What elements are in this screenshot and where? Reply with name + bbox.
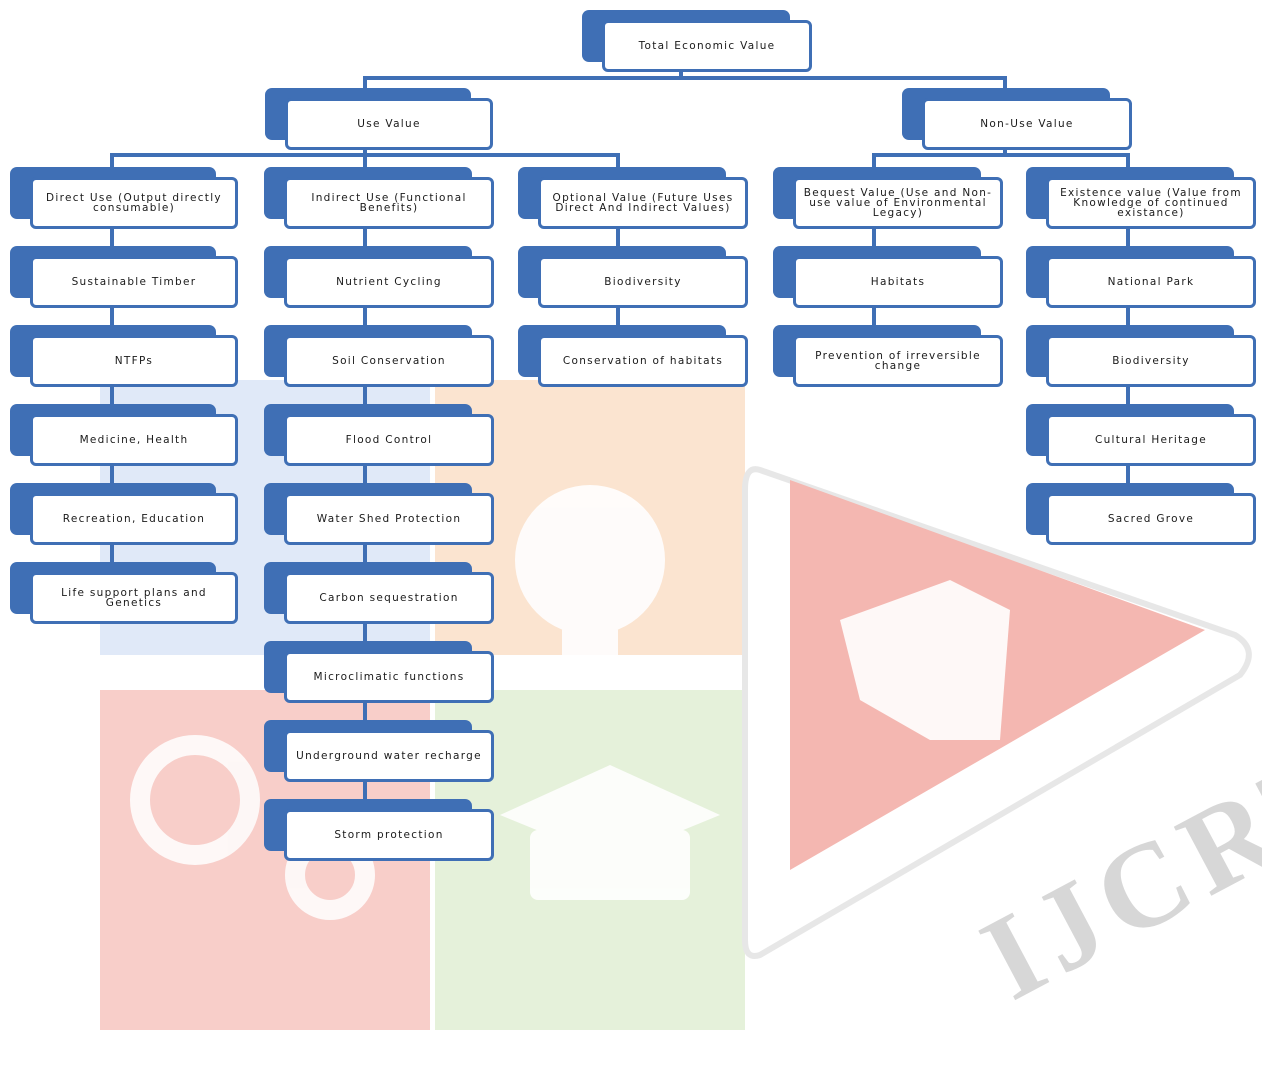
node-label: Non-Use Value (922, 98, 1132, 150)
node-label: Flood Control (284, 414, 494, 466)
node-optional-item: Conservation of habitats (518, 325, 748, 387)
node-indirect-item: Flood Control (264, 404, 494, 466)
node-label: Habitats (793, 256, 1003, 308)
node-optional-value: Optional Value (Future Uses Direct And I… (518, 167, 748, 229)
node-indirect-item: Microclimatic functions (264, 641, 494, 703)
node-direct-item: Recreation, Education (10, 483, 238, 545)
connector-root-to-level1 (363, 68, 1007, 90)
node-label: Total Economic Value (602, 20, 812, 72)
node-indirect-use: Indirect Use (Functional Benefits) (264, 167, 494, 229)
node-label: Indirect Use (Functional Benefits) (284, 177, 494, 229)
lightbulb-icon (515, 485, 665, 665)
node-label: Biodiversity (538, 256, 748, 308)
node-label: Cultural Heritage (1046, 414, 1256, 466)
node-label: Recreation, Education (30, 493, 238, 545)
node-indirect-item: Carbon sequestration (264, 562, 494, 624)
node-label: Nutrient Cycling (284, 256, 494, 308)
node-label: Direct Use (Output directly consumable) (30, 177, 238, 229)
node-indirect-item: Storm protection (264, 799, 494, 861)
node-direct-item: Life support plans and Genetics (10, 562, 238, 624)
node-indirect-item: Soil Conservation (264, 325, 494, 387)
node-bequest-item: Habitats (773, 246, 1003, 308)
node-indirect-item: Nutrient Cycling (264, 246, 494, 308)
node-indirect-item: Underground water recharge (264, 720, 494, 782)
node-label: Bequest Value (Use and Non-use value of … (793, 177, 1003, 229)
node-label: NTFPs (30, 335, 238, 387)
node-label: Microclimatic functions (284, 651, 494, 703)
node-label: Life support plans and Genetics (30, 572, 238, 624)
node-existence-item: Cultural Heritage (1026, 404, 1256, 466)
node-total-economic-value: Total Economic Value (582, 10, 812, 72)
book-icon (840, 580, 1010, 740)
node-non-use-value: Non-Use Value (902, 88, 1132, 150)
connector-nonuse-to-level2 (872, 143, 1130, 169)
node-label: Soil Conservation (284, 335, 494, 387)
node-label: Underground water recharge (284, 730, 494, 782)
node-label: Biodiversity (1046, 335, 1256, 387)
node-label: Carbon sequestration (284, 572, 494, 624)
node-label: Existence value (Value from Knowledge of… (1046, 177, 1256, 229)
node-label: Water Shed Protection (284, 493, 494, 545)
node-label: Prevention of irreversible change (793, 335, 1003, 387)
node-existence-item: Biodiversity (1026, 325, 1256, 387)
node-label: Optional Value (Future Uses Direct And I… (538, 177, 748, 229)
node-existence-value: Existence value (Value from Knowledge of… (1026, 167, 1256, 229)
node-label: Use Value (285, 98, 493, 150)
node-existence-item: Sacred Grove (1026, 483, 1256, 545)
node-label: Storm protection (284, 809, 494, 861)
node-optional-item: Biodiversity (518, 246, 748, 308)
node-direct-item: NTFPs (10, 325, 238, 387)
node-direct-item: Medicine, Health (10, 404, 238, 466)
node-bequest-value: Bequest Value (Use and Non-use value of … (773, 167, 1003, 229)
node-bequest-item: Prevention of irreversible change (773, 325, 1003, 387)
node-use-value: Use Value (265, 88, 493, 150)
node-direct-use: Direct Use (Output directly consumable) (10, 167, 238, 229)
node-existence-item: National Park (1026, 246, 1256, 308)
node-label: Sustainable Timber (30, 256, 238, 308)
connector-use-to-level2 (110, 143, 620, 169)
node-label: National Park (1046, 256, 1256, 308)
graduation-cap-icon (500, 765, 720, 900)
node-indirect-item: Water Shed Protection (264, 483, 494, 545)
node-label: Sacred Grove (1046, 493, 1256, 545)
node-direct-item: Sustainable Timber (10, 246, 238, 308)
node-label: Conservation of habitats (538, 335, 748, 387)
node-label: Medicine, Health (30, 414, 238, 466)
